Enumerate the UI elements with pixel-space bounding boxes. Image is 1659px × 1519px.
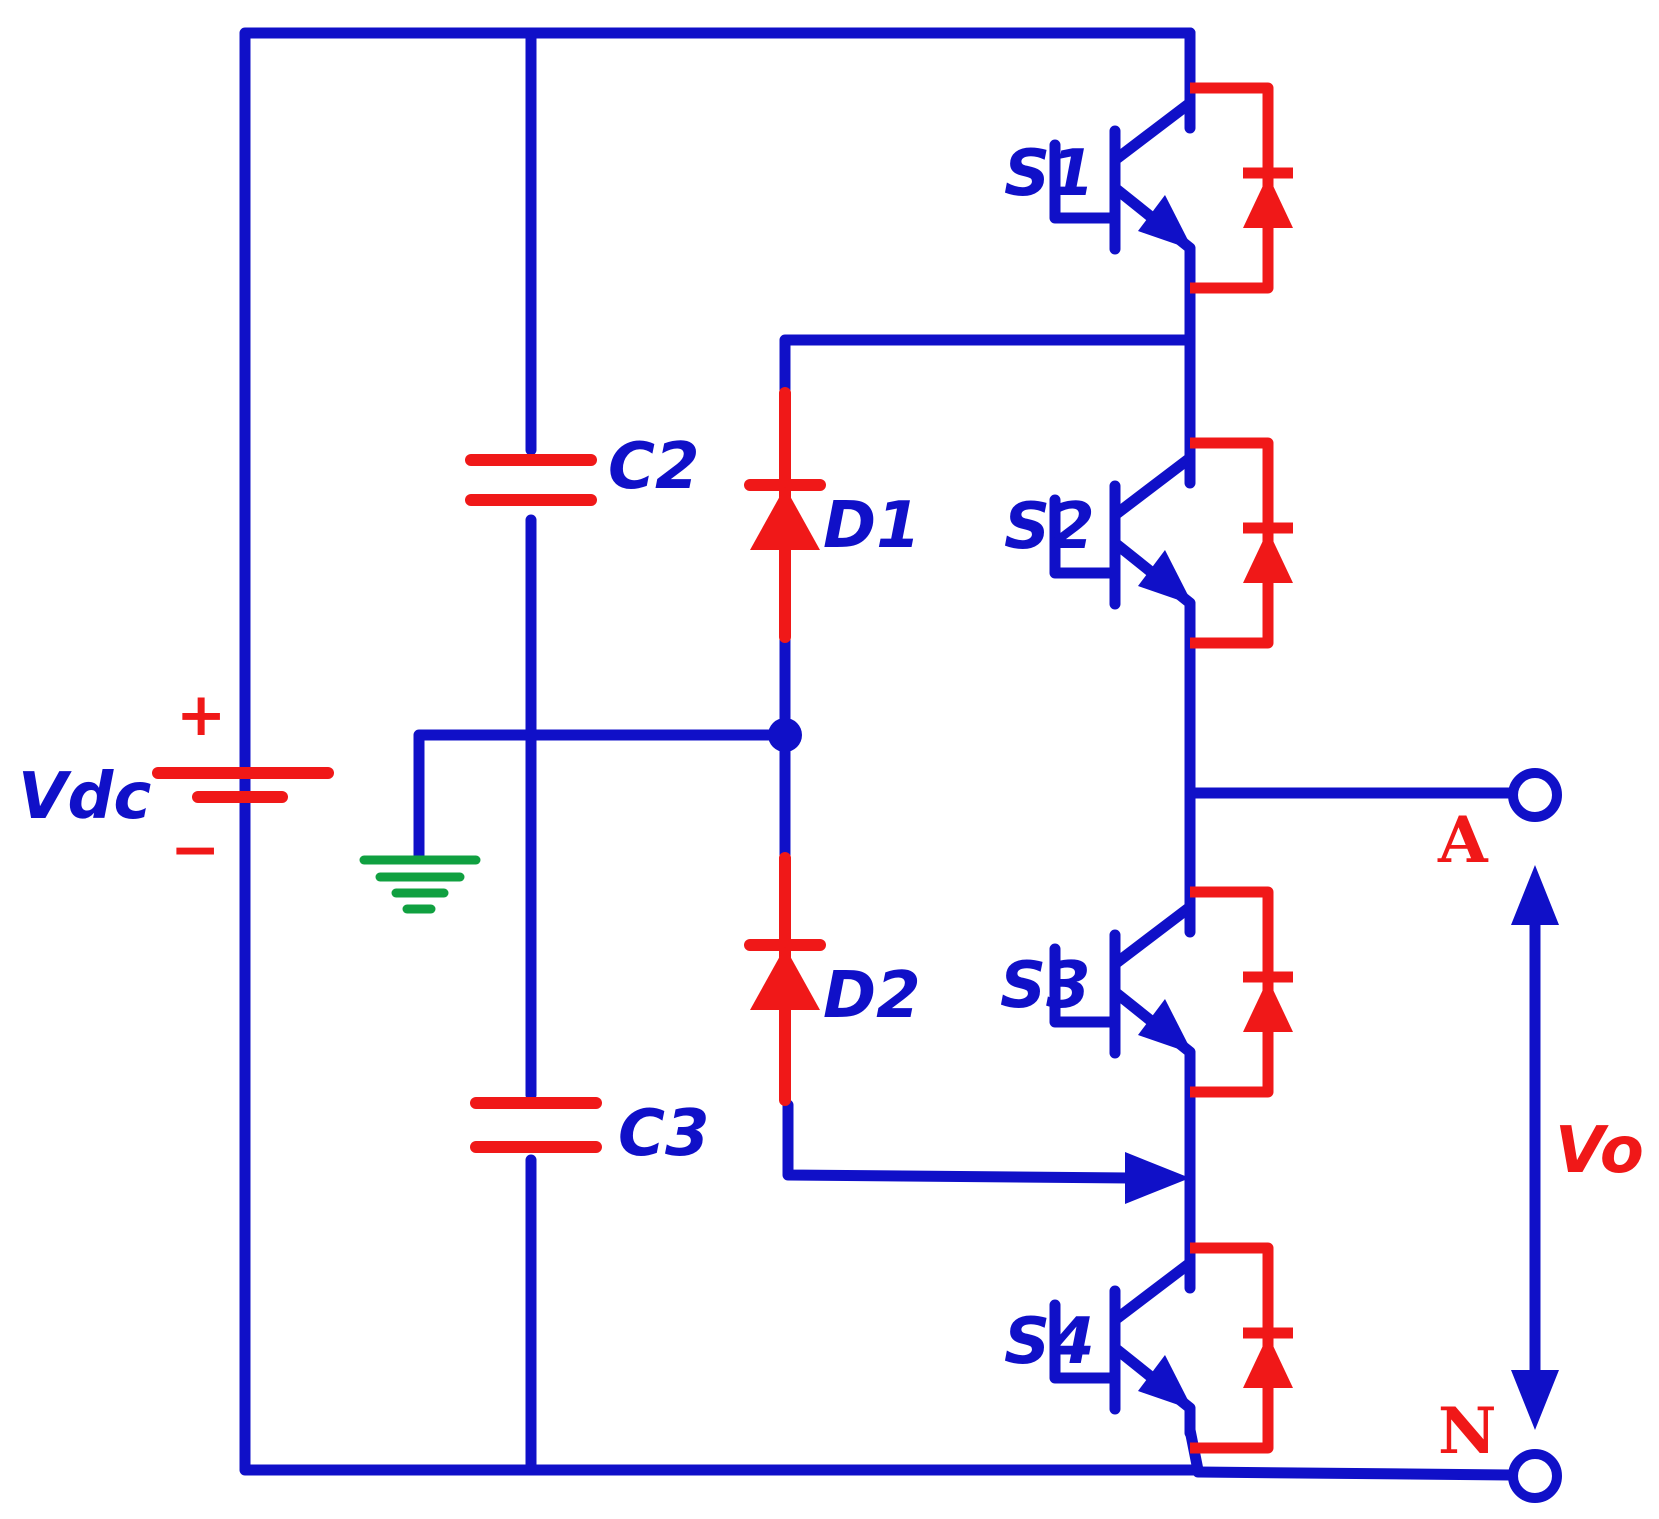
label-terminal-a: A <box>1437 803 1489 878</box>
label-vo: Vo <box>1555 1114 1644 1188</box>
terminal-n-circle <box>1508 1449 1562 1503</box>
label-s1: S1 <box>1004 137 1095 211</box>
label-s4: S4 <box>1004 1305 1095 1379</box>
label-d2: D2 <box>823 959 921 1033</box>
label-d1: D1 <box>823 489 921 563</box>
capacitor-c3 <box>470 1097 602 1153</box>
label-s3: S3 <box>1000 949 1091 1023</box>
label-c3: C3 <box>618 1097 710 1171</box>
ground-icon <box>359 855 481 914</box>
dc-source-battery <box>152 767 334 803</box>
diode-d2 <box>744 852 826 1106</box>
label-terminal-n: N <box>1438 1394 1497 1469</box>
output-n-wire <box>1192 1466 1516 1481</box>
vo-arrow-up <box>1511 865 1559 925</box>
diode-d1 <box>744 387 826 643</box>
vo-arrow-down <box>1511 1370 1559 1430</box>
terminal-a-circle <box>1508 768 1562 822</box>
switch-s3 <box>1055 892 1293 1092</box>
label-minus: − <box>170 815 220 885</box>
label-plus: + <box>176 680 226 750</box>
dc-bus-frame <box>239 27 1204 1476</box>
neutral-wire <box>413 729 791 864</box>
circuit-wiring <box>239 27 1541 1481</box>
neutral-node <box>768 718 802 752</box>
label-s2: S2 <box>1004 490 1095 564</box>
capacitor-c2 <box>465 454 597 506</box>
clamp-top-wire <box>779 334 1196 396</box>
label-c2: C2 <box>608 430 700 504</box>
clamp-arrowhead <box>1125 1152 1190 1204</box>
label-vdc: Vdc <box>18 760 151 834</box>
clamp-bottom-wire <box>782 1099 1136 1184</box>
